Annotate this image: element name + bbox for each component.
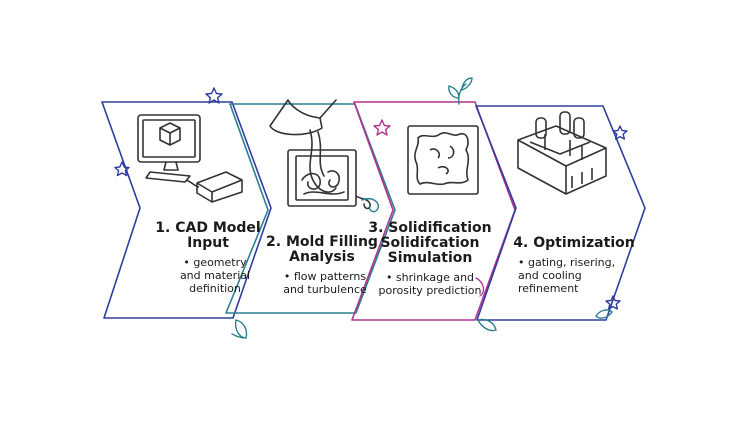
star-icon <box>114 161 130 177</box>
step-3-text: 3. Solidification Solidifcation Simulati… <box>368 220 492 298</box>
step-1-desc-line-2: and material <box>179 269 251 282</box>
step-4-desc-line-2: and cooling <box>518 269 582 282</box>
sprout-icon <box>448 77 473 105</box>
step-3-title-line-2: Solidifcation <box>380 235 480 251</box>
chevron-step-3 <box>351 101 516 321</box>
step-2-desc-line-2: and turbulence <box>283 283 367 296</box>
star-icon <box>373 119 391 136</box>
step-2-desc-line-1: • flow patterns <box>283 270 367 283</box>
step-3-desc-line-1: • shrinkage and <box>385 271 475 284</box>
swirl-icon <box>361 198 379 213</box>
step-1-desc-line-1: • geometry <box>183 256 247 269</box>
ladle-pouring-icon <box>269 99 371 210</box>
step-2-text: 2. Mold Filling Analysis • flow patterns… <box>263 234 381 297</box>
step-1-description: • geometry and material definition <box>169 256 261 295</box>
step-4-desc-line-3: refinement <box>518 282 579 295</box>
chevron-step-1 <box>101 101 272 319</box>
step-2-title-line-2: Analysis <box>289 249 355 265</box>
step-3-title-line-3: Simulation <box>387 250 473 266</box>
step-1-text: 1. CAD Model Input • geometry and materi… <box>147 220 269 296</box>
step-4-title-line-1: 4. Optimization <box>513 235 635 251</box>
step-3-title-line-1: 3. Solidification <box>368 220 492 236</box>
step-1-title-line-1: 1. CAD Model <box>155 220 261 236</box>
swirl-icon <box>475 277 485 297</box>
star-icon <box>605 295 621 310</box>
star-icon <box>205 87 223 104</box>
chevron-step-4 <box>475 105 646 321</box>
leaf-icon <box>476 318 497 332</box>
star-icon <box>612 125 628 140</box>
step-4-desc-line-1: • gating, risering, <box>518 256 616 269</box>
step-4-description: • gating, risering, and cooling refineme… <box>512 256 618 295</box>
casting-mold-icon <box>517 111 607 195</box>
step-2-title-line-1: 2. Mold Filling <box>266 234 378 250</box>
step-3-desc-line-2: porosity prediction <box>378 284 482 297</box>
leaf-icon <box>595 309 613 319</box>
step-1-desc-line-3: definition <box>189 282 241 295</box>
solidified-mold-icon <box>407 125 479 195</box>
step-1-title-line-2: Input <box>187 235 229 251</box>
step-4-text: 4. Optimization • gating, risering, and … <box>512 235 636 296</box>
leaf-icon <box>231 319 248 339</box>
step-2-description: • flow patterns and turbulence <box>273 270 377 296</box>
computer-cad-icon <box>137 114 243 203</box>
step-3-description: • shrinkage and porosity prediction <box>368 271 492 297</box>
